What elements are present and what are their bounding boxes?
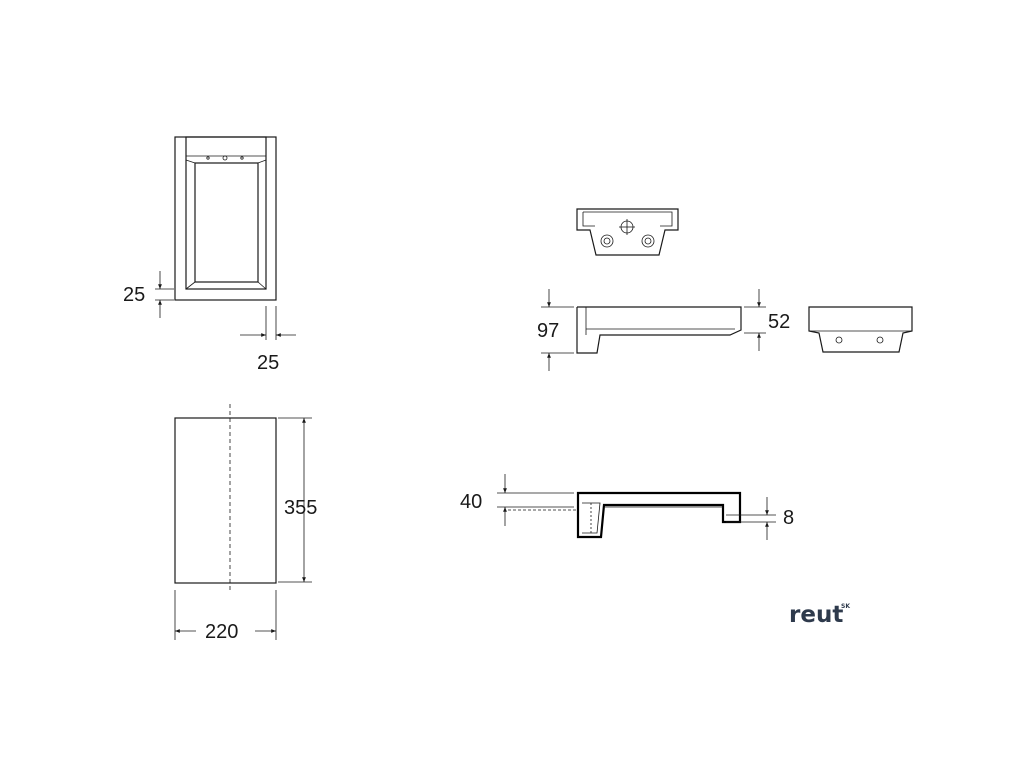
section-view: 40 8 (460, 474, 794, 540)
side-view: 97 52 (537, 289, 790, 371)
top-view-rim (185, 136, 267, 290)
fixing-hole-left-icon (600, 234, 614, 248)
front-view-outline (808, 306, 913, 353)
brand-name: reut (789, 602, 843, 628)
plan-view: 355 220 (174, 404, 317, 643)
top-view: 25 25 (123, 136, 296, 374)
fixing-hole-right-icon (641, 234, 655, 248)
dim-plan-width: 220 (205, 621, 238, 643)
tap-hole-icon (222, 155, 228, 161)
front-fixing-left-icon (835, 336, 843, 344)
dim-frame-width: 25 (257, 352, 279, 374)
plan-outline (174, 417, 277, 584)
dim-section-height: 40 (460, 491, 482, 513)
side-view-outline (576, 306, 742, 354)
dim-plan-height: 355 (284, 497, 317, 519)
dim-frame-height: 25 (123, 284, 145, 306)
front-fixing-right-icon (876, 336, 884, 344)
top-view-bowl (194, 162, 259, 283)
dim-section-lip: 8 (783, 507, 794, 529)
rear-view-outline (576, 208, 679, 256)
dim-side-height: 97 (537, 320, 559, 342)
brand-suffix: SK (841, 603, 850, 610)
dim-front-height: 52 (768, 311, 790, 333)
front-view (808, 306, 913, 353)
rear-view (576, 208, 679, 256)
top-view-ledge (185, 159, 267, 164)
section-outline (576, 491, 742, 539)
brand-logo: reut SK (789, 602, 850, 628)
